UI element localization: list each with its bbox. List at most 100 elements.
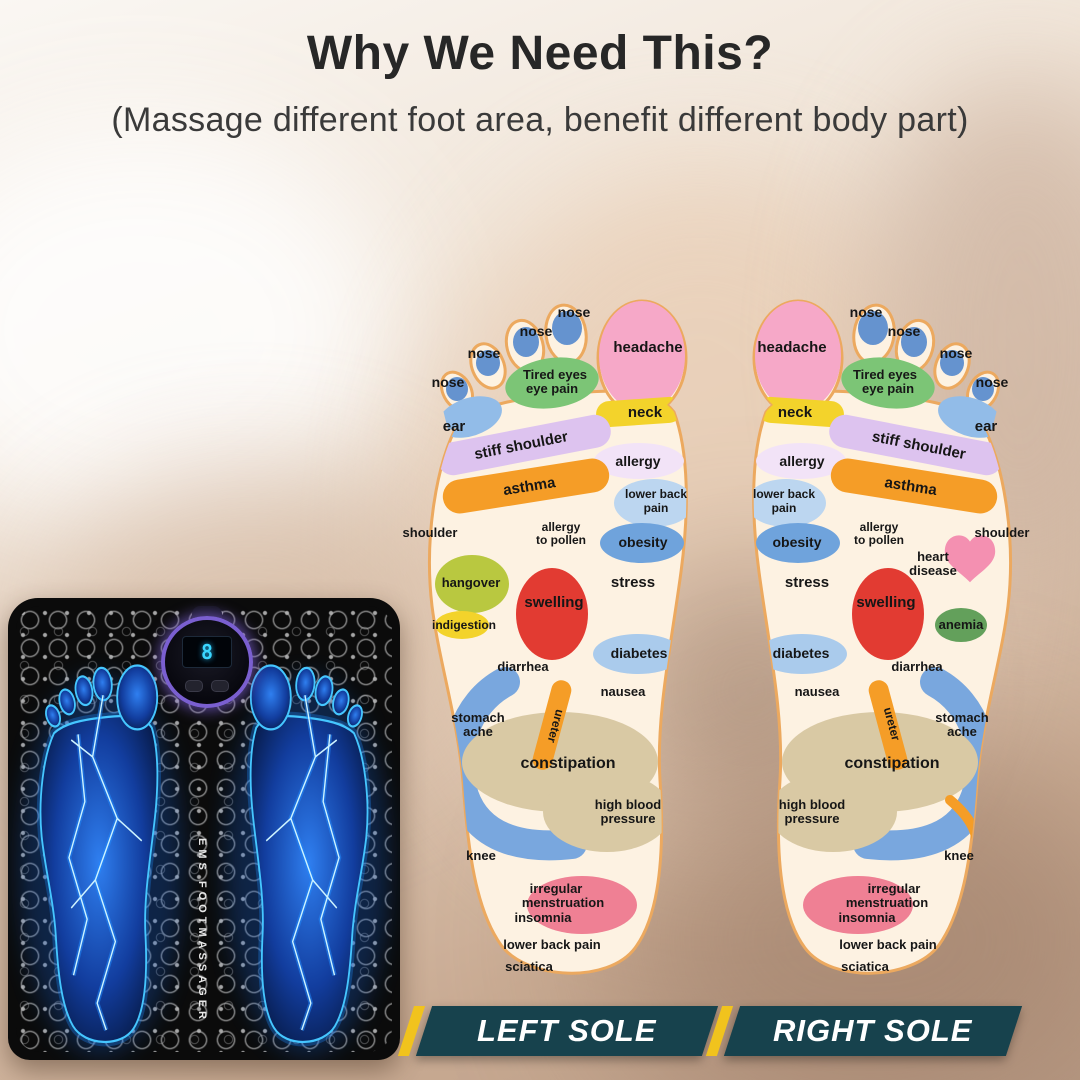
reflex-zone [513,327,539,357]
right-sole-label: RIGHT SOLE [773,1013,973,1048]
reflex-zone-label: stress [785,574,829,591]
electric-lines [265,694,342,1032]
reflex-zone-label: shoulder [403,525,458,540]
reflex-zone-label: nose [432,374,465,390]
reflex-zone-label: allergy [860,520,899,534]
reflex-zone-label: lower back [625,487,687,501]
reflex-zone [769,772,897,852]
reflex-zone [476,350,500,376]
reflex-zone [527,876,637,934]
reflex-zone [446,377,468,401]
reflex-zone-label: pressure [785,811,840,826]
reflex-zone-label: ear [443,418,466,435]
reflex-zone-label: heart [917,549,949,564]
right-sole-banner: RIGHT SOLE [723,1006,1023,1056]
reflex-zone [435,611,489,639]
reflex-zone [829,414,1003,476]
reflex-zone-label: anemia [939,617,985,632]
reflex-zone-label: menstruation [846,895,928,910]
reflex-zone [594,443,684,479]
reflex-zone [753,479,826,527]
reflex-zone-label: neck [778,404,813,421]
reflex-zone [756,443,846,479]
reflex-zone [755,301,841,411]
reflex-zone [600,523,684,563]
reflex-zone [516,568,588,660]
reflex-zone-label: disease [909,563,957,578]
reflex-zone-label: nose [888,323,921,339]
reflex-zone-label: swelling [524,594,583,611]
reflex-zone-label: stomach [935,710,989,725]
reflex-zone-label: constipation [520,755,615,772]
reflex-zone-label: nose [850,304,883,320]
reflex-zone [532,680,572,770]
reflex-zone-label: sciatica [505,959,553,974]
reflex-zone-label: diabetes [611,645,668,661]
reflex-zone-label: eye pain [862,381,914,396]
page-subtitle: (Massage different foot area, benefit di… [111,101,969,139]
device-button [185,680,203,692]
reflex-zone [901,327,927,357]
reflex-zone [944,535,996,583]
glowing-feet-graphic [19,664,389,1056]
reflex-zone [852,568,924,660]
reflex-zone [552,311,582,345]
device-buttons [185,680,229,692]
reflex-zone [756,523,840,563]
reflex-zone-label: sciatica [841,959,889,974]
reflex-zone [599,301,685,411]
reflex-zone [758,396,844,428]
reflex-zone-label: to pollen [536,533,586,547]
reflex-zone [868,680,908,770]
reflex-zone [858,311,888,345]
reflex-zone-label: stomach [451,710,505,725]
reflex-zone-label: lower back pain [839,937,937,952]
reflex-zone-label: shoulder [975,525,1030,540]
reflex-zone [543,772,671,852]
reflex-zone-label: allergy [542,520,581,534]
reflex-zone-label: stress [611,574,655,591]
right-foot-zones [753,301,1011,934]
control-device: 8 [161,606,253,708]
reflex-zone-label: ache [463,724,493,739]
reflex-zone [505,357,599,409]
reflex-zone-label: neck [628,404,663,421]
left-sole-banner: LEFT SOLE [415,1006,719,1056]
left-sole-label: LEFT SOLE [477,1013,657,1048]
reflex-zone [442,458,610,514]
product-image-ems-massager: 8 EMS FOOTMASSAGER [8,598,400,1060]
brand-label: EMS FOOTMASSAGER [196,838,208,1024]
reflex-zone-label: insomnia [514,910,572,925]
reflex-zone-label: nose [558,304,591,320]
device-screen: 8 [182,636,232,668]
reflex-zone [935,608,987,642]
reflex-zone [757,634,847,674]
reflex-zone-label: constipation [844,755,939,772]
reflex-zone [972,377,994,401]
device-button [211,680,229,692]
reflex-zone-label: irregular [530,881,583,896]
background-blur [0,120,400,540]
reflex-zone-label: pressure [601,811,656,826]
reflex-zone-label: diabetes [773,645,830,661]
reflex-zone-label: nose [468,345,501,361]
reflex-zone [940,350,964,376]
reflex-zone-label: nose [940,345,973,361]
glow-foot-right [251,664,368,1042]
reflex-zone [437,414,611,476]
device-body: 8 [161,616,253,708]
reflex-zone [830,458,998,514]
reflex-zone-label: knee [466,848,496,863]
reflex-zone-label: insomnia [838,910,896,925]
header: Why We Need This? (Massage different foo… [0,0,1080,140]
reflex-zone-label: headache [613,339,682,356]
reflex-zone-label: irregular [868,881,921,896]
reflex-zone [596,396,682,428]
electric-lines [66,694,143,1032]
reflex-zone [803,876,913,934]
reflex-zone-label: to pollen [854,533,904,547]
reflex-zone-label: nose [520,323,553,339]
reflex-zone-label: allergy [615,453,660,469]
